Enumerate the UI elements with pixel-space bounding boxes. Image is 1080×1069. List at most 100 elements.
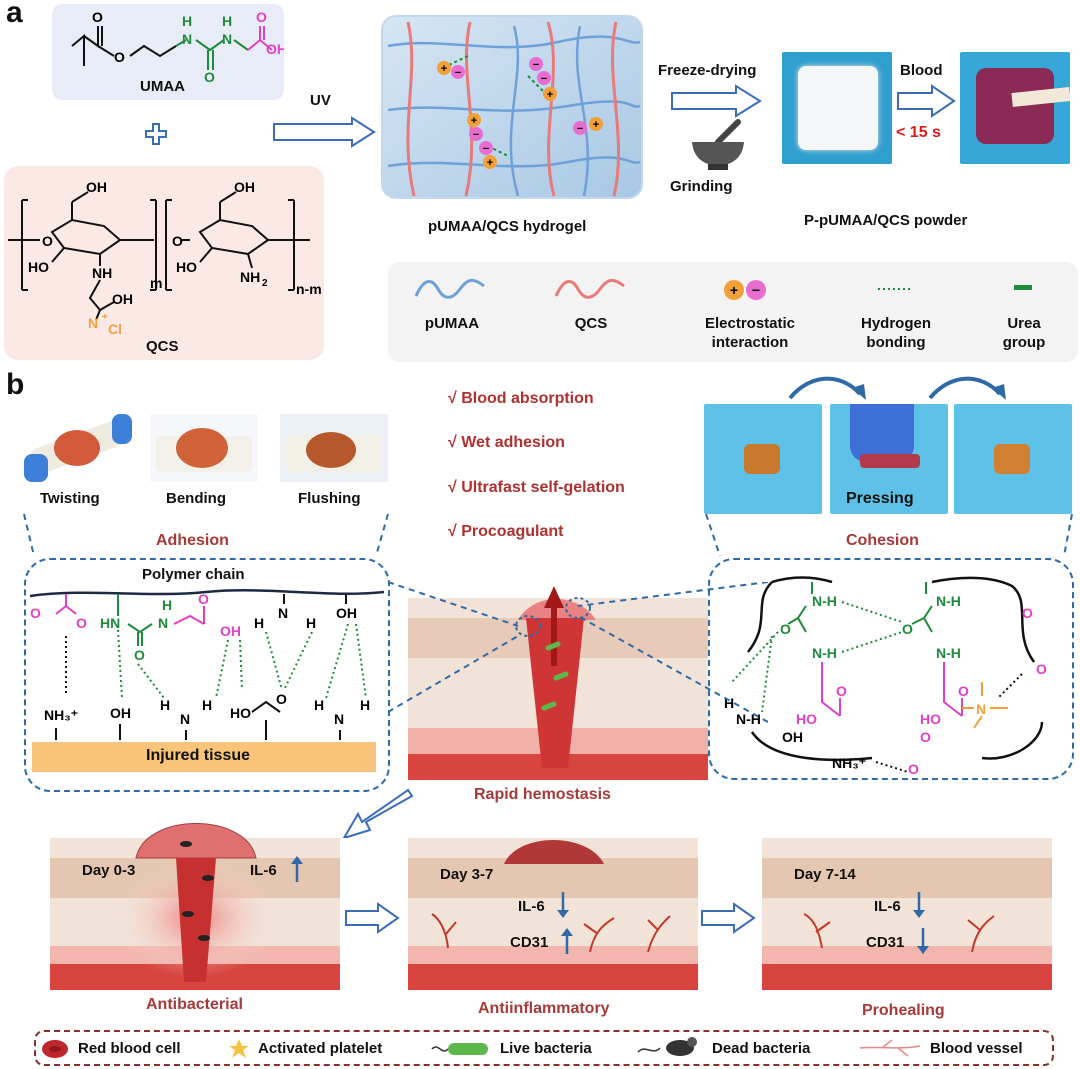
pressing-label: Pressing bbox=[846, 490, 914, 507]
svg-text:+: + bbox=[730, 282, 738, 298]
qcs-label: QCS bbox=[146, 338, 179, 355]
svg-text:OH: OH bbox=[782, 729, 803, 745]
svg-text:N: N bbox=[182, 31, 192, 47]
injured-tissue-label: Injured tissue bbox=[146, 747, 251, 764]
svg-text:N: N bbox=[278, 605, 288, 621]
dead-bacteria-icon bbox=[637, 1037, 697, 1056]
svg-text:H: H bbox=[182, 13, 192, 29]
stage-1-illustration bbox=[50, 823, 340, 990]
svg-text:−: − bbox=[577, 123, 583, 135]
legend-box bbox=[388, 262, 1078, 362]
stage-2-day: Day 3-7 bbox=[440, 866, 494, 883]
panel-b-letter: b bbox=[6, 368, 25, 401]
svg-text:HO: HO bbox=[176, 259, 197, 275]
svg-text:O: O bbox=[256, 9, 267, 25]
svg-text:−: − bbox=[533, 59, 539, 71]
legend-red-blood-cell: Red blood cell bbox=[78, 1040, 181, 1057]
svg-text:OH: OH bbox=[266, 41, 284, 57]
svg-text:n-m: n-m bbox=[296, 281, 322, 297]
bending-label: Bending bbox=[166, 490, 226, 507]
svg-text:Cl: Cl bbox=[108, 321, 122, 337]
svg-text:O: O bbox=[42, 233, 53, 249]
svg-text:H: H bbox=[202, 697, 212, 713]
stage-3-cd31: CD31 bbox=[866, 934, 905, 951]
down-arrow-icon bbox=[557, 892, 569, 918]
down-arrow-icon bbox=[913, 892, 925, 918]
connector-lines bbox=[23, 513, 1073, 557]
umaa-label: UMAA bbox=[140, 78, 185, 95]
up-arrow-icon bbox=[291, 856, 303, 882]
svg-text:−: − bbox=[541, 73, 547, 85]
svg-text:H: H bbox=[306, 615, 316, 631]
legend-dead-bacteria: Dead bacteria bbox=[712, 1040, 811, 1057]
curved-arrows bbox=[788, 376, 1006, 400]
stage-3-illustration bbox=[762, 838, 1052, 990]
svg-text:O: O bbox=[134, 647, 145, 663]
umaa-structure: O O N H O N H O OH bbox=[71, 9, 284, 84]
svg-text:O: O bbox=[902, 621, 913, 637]
svg-text:HN: HN bbox=[100, 615, 120, 631]
blood-gel-photo bbox=[960, 52, 1070, 164]
bending-photo bbox=[150, 414, 258, 482]
check-procoagulant: √ Procoagulant bbox=[448, 523, 564, 540]
legend-pumaa: pUMAA bbox=[424, 315, 480, 332]
svg-text:HO: HO bbox=[796, 711, 817, 727]
svg-text:O: O bbox=[1022, 605, 1033, 621]
freeze-drying-label: Freeze-drying bbox=[658, 62, 757, 79]
svg-text:OH: OH bbox=[220, 623, 241, 639]
svg-text:+: + bbox=[471, 115, 477, 127]
svg-text:+: + bbox=[102, 312, 108, 323]
svg-text:H: H bbox=[360, 697, 370, 713]
wound-zoom-lines bbox=[388, 582, 768, 723]
twisting-photo bbox=[24, 414, 132, 482]
wound-illustration bbox=[408, 586, 708, 780]
svg-text:−: − bbox=[473, 129, 479, 141]
svg-text:NH: NH bbox=[92, 265, 112, 281]
svg-text:O: O bbox=[114, 49, 125, 65]
legend-electrostatic: Electrostatic interaction bbox=[704, 315, 796, 351]
svg-text:N: N bbox=[158, 615, 168, 631]
svg-text:O: O bbox=[76, 615, 87, 631]
svg-text:N-H: N-H bbox=[812, 645, 837, 661]
svg-text:HO: HO bbox=[920, 711, 941, 727]
flushing-label: Flushing bbox=[298, 490, 361, 507]
time-label: < 15 s bbox=[896, 124, 941, 141]
svg-text:O: O bbox=[908, 761, 919, 776]
svg-text:OH: OH bbox=[112, 291, 133, 307]
stage-2-caption: Antiinflammatory bbox=[478, 1000, 610, 1017]
svg-text:−: − bbox=[455, 67, 461, 79]
cohesion-photo-1 bbox=[704, 404, 822, 514]
cohesion-title: Cohesion bbox=[846, 532, 919, 549]
stage-3-caption: Prohealing bbox=[862, 1002, 945, 1019]
hbond-dotted-icon bbox=[878, 288, 912, 290]
stage-1-day: Day 0-3 bbox=[82, 862, 136, 879]
svg-text:OH: OH bbox=[110, 705, 131, 721]
svg-text:O: O bbox=[30, 605, 41, 621]
svg-text:+: + bbox=[547, 89, 553, 101]
legend-activated-platelet: Activated platelet bbox=[258, 1040, 383, 1057]
uv-label: UV bbox=[310, 92, 331, 109]
svg-text:H: H bbox=[160, 697, 170, 713]
svg-text:O: O bbox=[836, 683, 847, 699]
svg-text:NH₃⁺: NH₃⁺ bbox=[44, 707, 78, 723]
blood-arrow-icon bbox=[897, 84, 956, 118]
injured-tissue-bar bbox=[32, 742, 376, 772]
qcs-wave-icon bbox=[554, 278, 625, 299]
svg-text:HO: HO bbox=[230, 705, 251, 721]
legend-qcs: QCS bbox=[574, 315, 608, 332]
mortar-icon bbox=[692, 119, 744, 170]
legend-hbond: Hydrogen bonding bbox=[860, 315, 931, 351]
svg-text:O: O bbox=[276, 691, 287, 707]
svg-text:+: + bbox=[487, 157, 493, 169]
hydrogel-cube: + − − − + + − − + − + bbox=[381, 15, 643, 199]
svg-text:2: 2 bbox=[262, 278, 268, 289]
svg-text:H: H bbox=[254, 615, 264, 631]
freeze-arrow-icon bbox=[671, 84, 762, 118]
svg-text:−: − bbox=[483, 143, 489, 155]
svg-text:m: m bbox=[150, 275, 162, 291]
svg-text:O: O bbox=[920, 729, 931, 745]
svg-text:H: H bbox=[724, 695, 734, 711]
svg-text:OH: OH bbox=[234, 179, 255, 195]
legend-live-bacteria: Live bacteria bbox=[500, 1040, 592, 1057]
svg-text:O: O bbox=[958, 683, 969, 699]
